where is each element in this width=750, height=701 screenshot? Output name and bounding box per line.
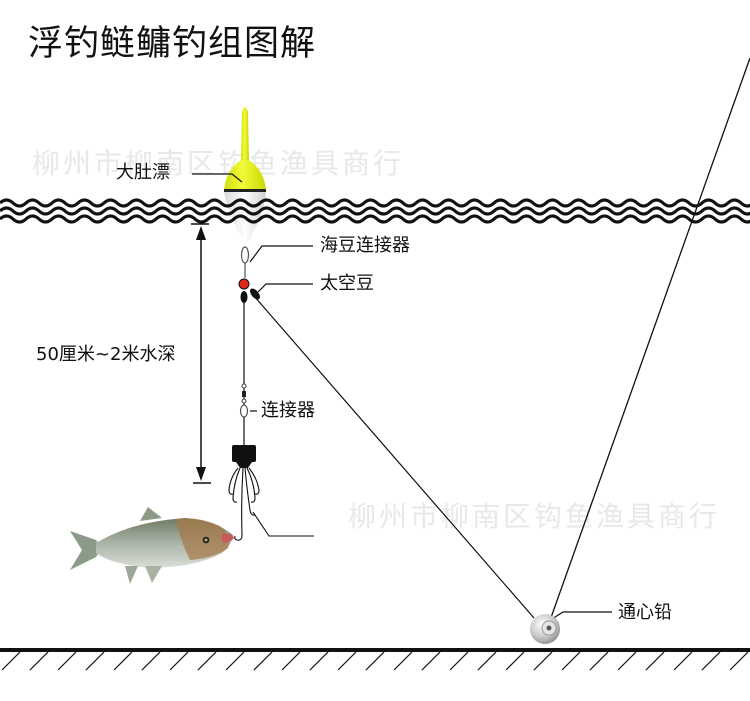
label-connector: 连接器 [261,400,315,421]
water-surface [0,198,750,224]
main-line-slant [253,295,535,619]
lake-bed [0,648,750,671]
sea-bean-connector-icon [240,246,250,278]
depth-arrow [191,223,211,484]
label-sinker: 通心铅 [618,602,672,623]
space-bean-black-icon [240,291,248,303]
label-depth: 50厘米~2米水深 [36,344,176,365]
main-line-rod [547,57,750,627]
connector-icon [239,383,249,418]
feeder-hook-set-icon [228,445,314,541]
space-bean-black-slide-icon [250,288,260,300]
label-space-bean: 太空豆 [320,273,374,294]
page-title: 浮钓鲢鳙钓组图解 [28,24,317,64]
watermark-upper: 柳州市柳南区钩鱼渔具商行 [32,147,405,180]
label-float: 大肚漂 [116,162,170,183]
label-sea-bean-connector: 海豆连接器 [320,235,410,256]
sinker-icon [530,614,560,644]
watermark-lower: 柳州市柳南区钩鱼渔具商行 [348,500,721,533]
fish-icon [70,507,234,584]
float-icon [224,107,266,246]
callout-lines [192,173,612,620]
space-bean-red-icon [238,278,250,290]
